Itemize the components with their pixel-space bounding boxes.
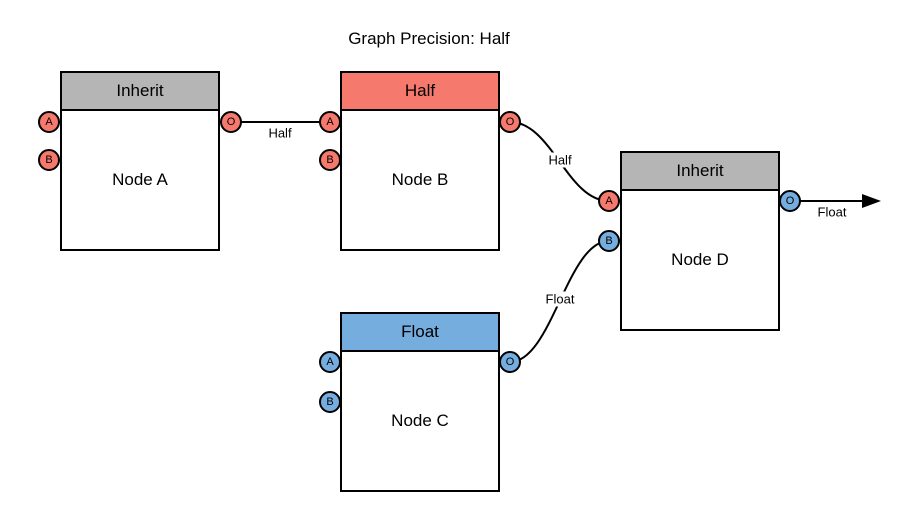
node-c-input-port-a[interactable]: A bbox=[319, 351, 341, 373]
node-d[interactable]: Inherit Node D bbox=[620, 151, 780, 331]
node-d-output-port-o[interactable]: O bbox=[779, 190, 801, 212]
node-d-label: Node D bbox=[671, 250, 729, 269]
node-a-input-port-b[interactable]: B bbox=[38, 149, 60, 171]
node-c[interactable]: Float Node C bbox=[340, 312, 500, 492]
node-b-output-port-o[interactable]: O bbox=[499, 111, 521, 133]
arrowhead-icon bbox=[862, 194, 881, 208]
node-c-precision-header: Float bbox=[342, 314, 498, 352]
graph-precision-title: Graph Precision: Half bbox=[348, 29, 510, 48]
edge-label-d-output: Float bbox=[814, 204, 850, 220]
node-d-input-port-b[interactable]: B bbox=[598, 230, 620, 252]
node-d-input-port-a[interactable]: A bbox=[598, 190, 620, 212]
node-a-input-port-a[interactable]: A bbox=[38, 111, 60, 133]
node-b-input-port-b[interactable]: B bbox=[319, 149, 341, 171]
node-b-precision-header: Half bbox=[342, 73, 498, 111]
node-a[interactable]: Inherit Node A bbox=[60, 71, 220, 251]
node-d-precision-header: Inherit bbox=[622, 153, 778, 191]
node-b[interactable]: Half Node B bbox=[340, 71, 500, 251]
node-a-precision-header: Inherit bbox=[62, 73, 218, 111]
edge-label-a-to-b: Half bbox=[265, 125, 295, 141]
edge-label-b-to-d: Half bbox=[545, 152, 575, 168]
node-a-output-port-o[interactable]: O bbox=[220, 111, 242, 133]
node-b-label: Node B bbox=[391, 170, 449, 189]
node-a-label: Node A bbox=[112, 170, 168, 189]
node-c-output-port-o[interactable]: O bbox=[499, 351, 521, 373]
edge-label-c-to-d: Float bbox=[542, 291, 578, 307]
node-c-input-port-b[interactable]: B bbox=[319, 391, 341, 413]
node-b-input-port-a[interactable]: A bbox=[319, 111, 341, 133]
node-c-label: Node C bbox=[391, 411, 449, 430]
